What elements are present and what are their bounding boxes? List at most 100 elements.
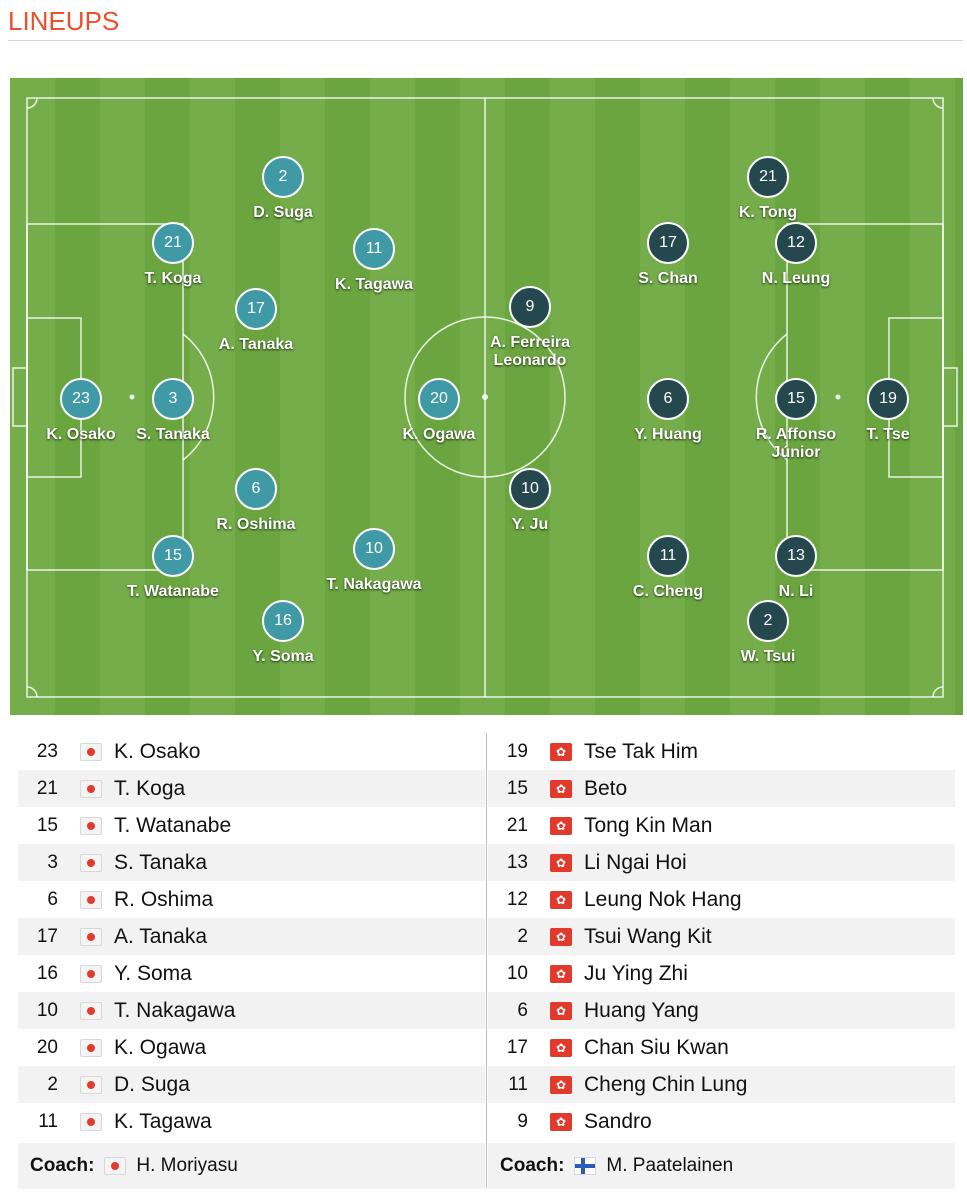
pitch-player-away[interactable]: 21 K. Tong: [693, 156, 843, 222]
list-item[interactable]: 13 ✿ Li Ngai Hoi: [488, 844, 955, 881]
pitch-player-away[interactable]: 2 W. Tsui: [693, 600, 843, 666]
player-name: T. Koga: [144, 270, 202, 287]
player-name: S. Tanaka: [114, 850, 208, 874]
player-number-badge: 12: [775, 222, 817, 264]
player-number-badge: 13: [775, 535, 817, 577]
player-number-badge: 2: [747, 600, 789, 642]
player-number: 10: [506, 962, 528, 984]
player-number: 17: [506, 1036, 528, 1058]
pitch-player-away[interactable]: 12 N. Leung: [721, 222, 871, 288]
player-name: Y. Soma: [114, 961, 192, 985]
pitch-player-home[interactable]: 2 D. Suga: [208, 156, 358, 222]
list-item[interactable]: 16 Y. Soma: [18, 955, 485, 992]
pitch-player-home[interactable]: 21 T. Koga: [98, 222, 248, 288]
hong-kong-flag-icon: ✿: [550, 1075, 572, 1094]
player-name: Huang Yang: [584, 998, 699, 1022]
player-name: R. Affonso Júnior: [755, 426, 837, 461]
list-item[interactable]: 15 ✿ Beto: [488, 770, 955, 807]
player-name: R. Oshima: [216, 516, 296, 533]
japan-flag-icon: [80, 1038, 102, 1057]
home-lineup-list: 23 K. Osako 21 T. Koga 15 T. Watanabe 3 …: [18, 733, 485, 1189]
pitch-player-home[interactable]: 17 A. Tanaka: [181, 288, 331, 354]
player-number-badge: 17: [647, 222, 689, 264]
list-item[interactable]: 3 S. Tanaka: [18, 844, 485, 881]
player-name: Tse Tak Him: [584, 739, 698, 763]
list-item[interactable]: 10 ✿ Ju Ying Zhi: [488, 955, 955, 992]
player-number-badge: 19: [867, 378, 909, 420]
list-item[interactable]: 15 T. Watanabe: [18, 807, 485, 844]
pitch-player-away[interactable]: 10 Y. Ju: [455, 468, 605, 534]
hong-kong-flag-icon: ✿: [550, 853, 572, 872]
player-name: S. Tanaka: [136, 426, 210, 443]
player-number: 21: [36, 777, 58, 799]
player-number: 19: [506, 740, 528, 762]
player-number-badge: 11: [353, 228, 395, 270]
coach-name[interactable]: M. Paatelainen: [606, 1155, 734, 1176]
hong-kong-flag-icon: ✿: [550, 890, 572, 909]
list-item[interactable]: 11 K. Tagawa: [18, 1103, 485, 1140]
player-number-badge: 10: [509, 468, 551, 510]
list-item[interactable]: 17 ✿ Chan Siu Kwan: [488, 1029, 955, 1066]
list-item[interactable]: 21 T. Koga: [18, 770, 485, 807]
player-name: Li Ngai Hoi: [584, 850, 687, 874]
japan-flag-icon: [80, 816, 102, 835]
list-item[interactable]: 23 K. Osako: [18, 733, 485, 770]
list-item[interactable]: 10 T. Nakagawa: [18, 992, 485, 1029]
player-name: T. Nakagawa: [114, 998, 236, 1022]
player-number-badge: 6: [647, 378, 689, 420]
pitch-player-home[interactable]: 10 T. Nakagawa: [299, 528, 449, 594]
finland-flag-icon: [574, 1157, 597, 1175]
coach-name[interactable]: H. Moriyasu: [136, 1155, 238, 1176]
pitch-player-away[interactable]: 13 N. Li: [721, 535, 871, 601]
list-item[interactable]: 12 ✿ Leung Nok Hang: [488, 881, 955, 918]
player-name: K. Tong: [738, 204, 798, 221]
japan-flag-icon: [104, 1157, 127, 1175]
player-number-badge: 17: [235, 288, 277, 330]
list-item[interactable]: 2 ✿ Tsui Wang Kit: [488, 918, 955, 955]
list-item[interactable]: 19 ✿ Tse Tak Him: [488, 733, 955, 770]
pitch-player-away[interactable]: 17 S. Chan: [593, 222, 743, 288]
pitch-player-home[interactable]: 6 R. Oshima: [181, 468, 331, 534]
player-name: A. Tanaka: [114, 924, 208, 948]
player-name: Y. Huang: [634, 426, 702, 443]
list-item[interactable]: 9 ✿ Sandro: [488, 1103, 955, 1140]
player-number-badge: 15: [152, 535, 194, 577]
player-name: R. Oshima: [114, 887, 214, 911]
player-number: 23: [36, 740, 58, 762]
player-number: 6: [47, 888, 58, 910]
player-number: 21: [506, 814, 528, 836]
list-item[interactable]: 17 A. Tanaka: [18, 918, 485, 955]
hong-kong-flag-icon: ✿: [550, 1038, 572, 1057]
pitch-player-home[interactable]: 20 K. Ogawa: [364, 378, 514, 444]
player-name: Ju Ying Zhi: [584, 961, 688, 985]
player-number-badge: 10: [353, 528, 395, 570]
player-name: Y. Soma: [252, 648, 314, 665]
player-number: 16: [36, 962, 58, 984]
pitch-player-home[interactable]: 11 K. Tagawa: [299, 228, 449, 294]
pitch-player-away[interactable]: 9 A. Ferreira Leonardo: [455, 286, 605, 370]
pitch-player-away-gk[interactable]: 19 T. Tse: [813, 378, 963, 444]
player-name: T. Watanabe: [127, 583, 219, 600]
pitch-player-away[interactable]: 15 R. Affonso Júnior: [721, 378, 871, 462]
player-name: Cheng Chin Lung: [584, 1072, 748, 1096]
list-item[interactable]: 6 R. Oshima: [18, 881, 485, 918]
player-name: K. Tagawa: [335, 276, 413, 293]
pitch-player-home[interactable]: 3 S. Tanaka: [98, 378, 248, 444]
player-number-badge: 11: [647, 535, 689, 577]
pitch-player-home-gk[interactable]: 23 K. Osako: [10, 378, 156, 444]
player-number: 15: [506, 777, 528, 799]
list-item[interactable]: 11 ✿ Cheng Chin Lung: [488, 1066, 955, 1103]
player-number: 3: [47, 851, 58, 873]
list-item[interactable]: 6 ✿ Huang Yang: [488, 992, 955, 1029]
away-lineup-list: 19 ✿ Tse Tak Him 15 ✿ Beto 21 ✿ Tong Kin…: [488, 733, 955, 1189]
pitch-player-away[interactable]: 11 C. Cheng: [593, 535, 743, 601]
player-name: Sandro: [584, 1109, 652, 1133]
pitch-player-home[interactable]: 16 Y. Soma: [208, 600, 358, 666]
pitch-player-home[interactable]: 15 T. Watanabe: [98, 535, 248, 601]
list-item[interactable]: 21 ✿ Tong Kin Man: [488, 807, 955, 844]
pitch-player-away[interactable]: 6 Y. Huang: [593, 378, 743, 444]
player-number: 11: [38, 1110, 58, 1132]
list-item[interactable]: 2 D. Suga: [18, 1066, 485, 1103]
list-item[interactable]: 20 K. Ogawa: [18, 1029, 485, 1066]
player-number-badge: 21: [152, 222, 194, 264]
